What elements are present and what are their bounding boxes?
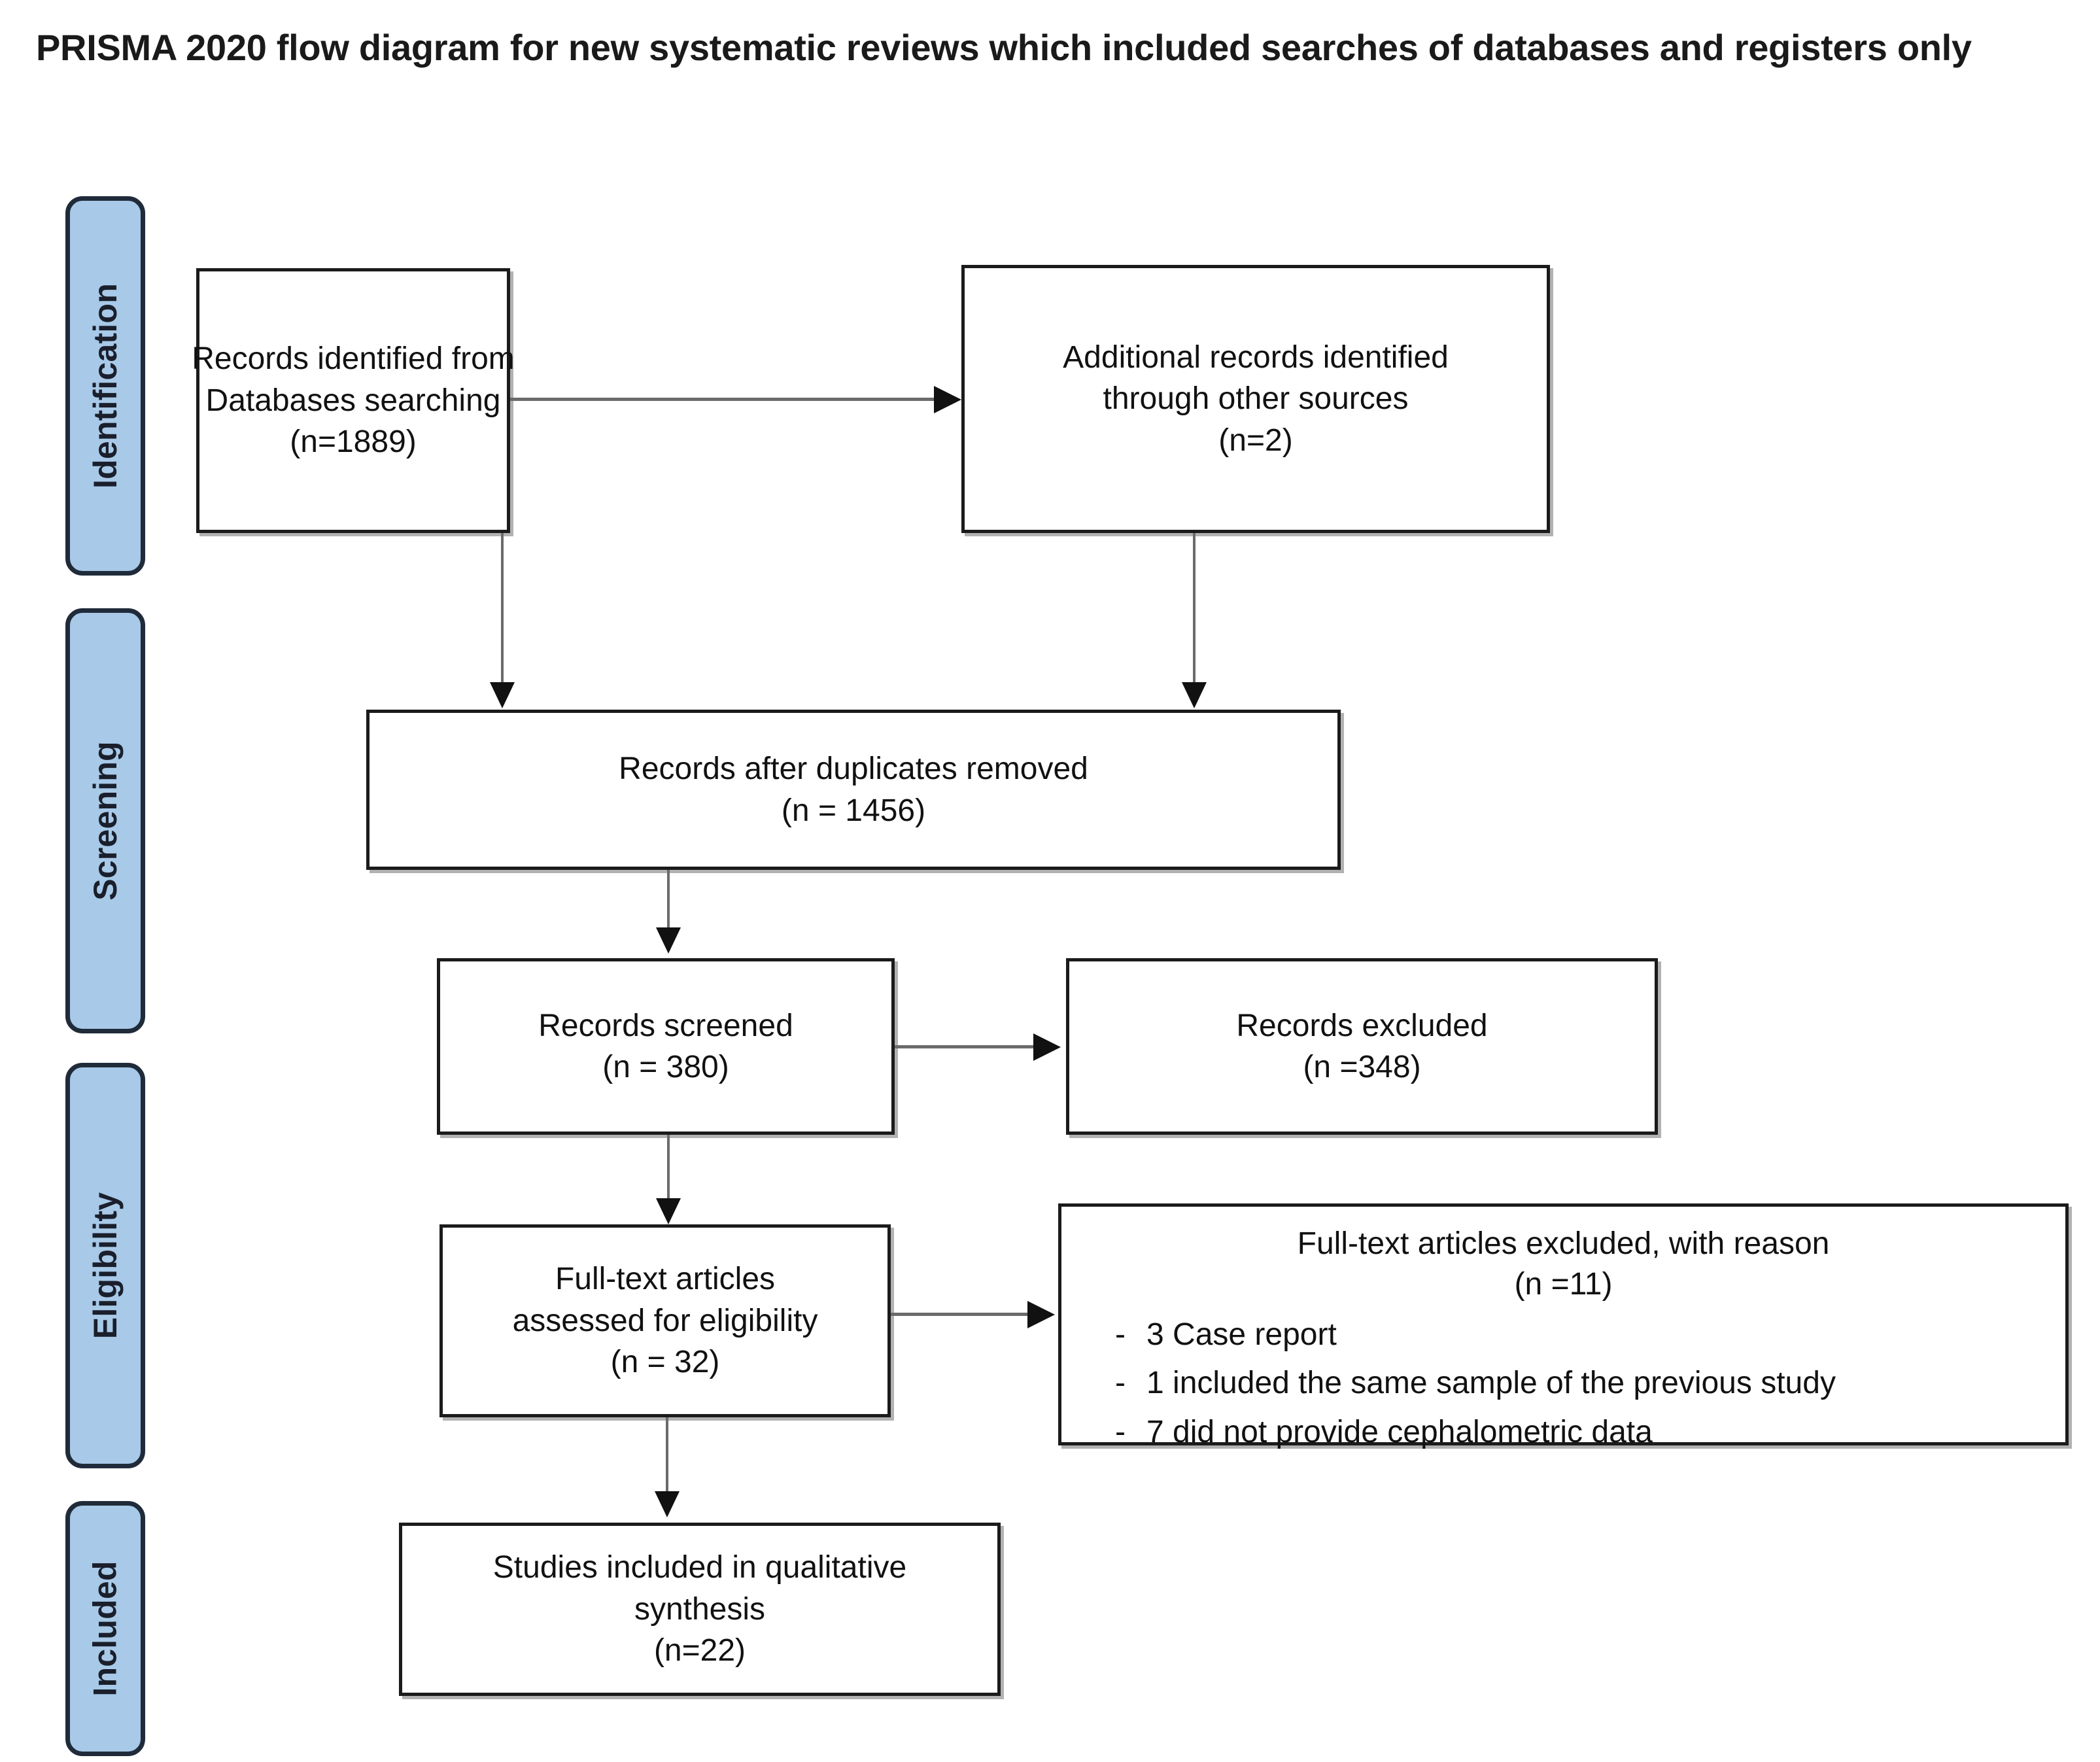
stage-tab-eligibility-label: Eligibility bbox=[87, 1192, 124, 1339]
box-duplicates-removed-line2: (n = 1456) bbox=[781, 793, 926, 828]
box-records-identified-line2: Databases searching bbox=[205, 383, 501, 418]
exclusion-reason-text: 7 did not provide cephalometric data bbox=[1146, 1414, 1653, 1449]
arrowhead-identified-to-duplicates bbox=[490, 682, 515, 708]
bullet-dash-icon: - bbox=[1115, 1366, 1126, 1401]
page-title: PRISMA 2020 flow diagram for new systema… bbox=[36, 27, 1972, 68]
box-studies-included: Studies included in qualitative synthesi… bbox=[399, 1523, 1001, 1696]
box-records-identified: Records identified from Databases search… bbox=[192, 268, 515, 533]
box-records-screened: Records screened (n = 380) bbox=[437, 958, 895, 1135]
exclusion-reason-item: - 1 included the same sample of the prev… bbox=[1081, 1363, 2046, 1404]
connector-identified-to-duplicates bbox=[501, 533, 504, 683]
box-records-excluded: Records excluded (n =348) bbox=[1066, 958, 1658, 1135]
box-additional-records: Additional records identified through ot… bbox=[961, 265, 1550, 533]
connector-fulltext-to-excluded bbox=[891, 1313, 1029, 1316]
stage-tab-included-label: Included bbox=[87, 1561, 124, 1697]
stage-tab-screening: Screening bbox=[65, 608, 145, 1033]
box-fulltext-assessed-line1: Full-text articles bbox=[555, 1262, 776, 1297]
stage-tab-screening-label: Screening bbox=[87, 741, 124, 901]
box-additional-records-line3: (n=2) bbox=[1218, 423, 1293, 458]
arrowhead-additional-to-duplicates bbox=[1182, 682, 1207, 708]
box-records-excluded-line2: (n =348) bbox=[1303, 1050, 1421, 1084]
box-records-screened-line1: Records screened bbox=[538, 1008, 793, 1043]
box-records-screened-line2: (n = 380) bbox=[602, 1050, 729, 1084]
box-records-excluded-line1: Records excluded bbox=[1236, 1008, 1488, 1043]
box-fulltext-assessed-line3: (n = 32) bbox=[610, 1345, 720, 1380]
box-fulltext-assessed-line2: assessed for eligibility bbox=[512, 1303, 818, 1338]
box-fulltext-excluded-line2: (n =11) bbox=[1514, 1267, 1613, 1302]
box-fulltext-excluded-line1: Full-text articles excluded, with reason bbox=[1297, 1226, 1830, 1261]
box-additional-records-line2: through other sources bbox=[1103, 381, 1409, 417]
box-studies-included-line2: synthesis bbox=[634, 1591, 766, 1627]
arrowhead-identified-to-additional bbox=[934, 386, 961, 413]
box-studies-included-line3: (n=22) bbox=[653, 1633, 746, 1668]
arrowhead-fulltext-to-excluded bbox=[1027, 1301, 1055, 1328]
bullet-dash-icon: - bbox=[1115, 1317, 1126, 1352]
box-duplicates-removed-line1: Records after duplicates removed bbox=[619, 751, 1088, 787]
box-duplicates-removed: Records after duplicates removed (n = 14… bbox=[366, 710, 1341, 870]
connector-duplicates-to-screened bbox=[667, 870, 670, 929]
connector-additional-to-duplicates bbox=[1193, 533, 1196, 683]
box-fulltext-assessed: Full-text articles assessed for eligibil… bbox=[439, 1224, 891, 1417]
connector-screened-to-fulltext bbox=[667, 1135, 670, 1200]
connector-screened-to-excluded bbox=[895, 1045, 1035, 1048]
box-studies-included-line1: Studies included in qualitative bbox=[492, 1550, 907, 1585]
exclusion-reason-text: 3 Case report bbox=[1146, 1317, 1337, 1352]
box-additional-records-line1: Additional records identified bbox=[1063, 339, 1449, 375]
box-fulltext-excluded-heading: Full-text articles excluded, with reason… bbox=[1081, 1224, 2046, 1305]
connector-fulltext-to-included bbox=[666, 1417, 668, 1493]
stage-tab-eligibility: Eligibility bbox=[65, 1063, 145, 1468]
box-records-identified-line3: (n=1889) bbox=[290, 424, 417, 460]
arrowhead-duplicates-to-screened bbox=[656, 927, 681, 954]
box-fulltext-excluded: Full-text articles excluded, with reason… bbox=[1058, 1203, 2069, 1449]
arrowhead-screened-to-excluded bbox=[1033, 1033, 1061, 1061]
connector-identified-to-additional bbox=[510, 398, 935, 401]
exclusion-reason-item: - 3 Case report bbox=[1081, 1315, 2046, 1355]
stage-tab-identification: Identification bbox=[65, 196, 145, 576]
bullet-dash-icon: - bbox=[1115, 1414, 1126, 1449]
arrowhead-fulltext-to-included bbox=[655, 1491, 680, 1517]
box-records-identified-line1: Records identified from bbox=[192, 341, 515, 377]
exclusion-reasons-list: - 3 Case report - 1 included the same sa… bbox=[1081, 1315, 2046, 1453]
stage-tab-included: Included bbox=[65, 1501, 145, 1756]
exclusion-reason-item: - 7 did not provide cephalometric data bbox=[1081, 1412, 2046, 1453]
arrowhead-screened-to-fulltext bbox=[656, 1198, 681, 1224]
exclusion-reason-text: 1 included the same sample of the previo… bbox=[1146, 1366, 1836, 1401]
stage-tab-identification-label: Identification bbox=[87, 283, 124, 489]
